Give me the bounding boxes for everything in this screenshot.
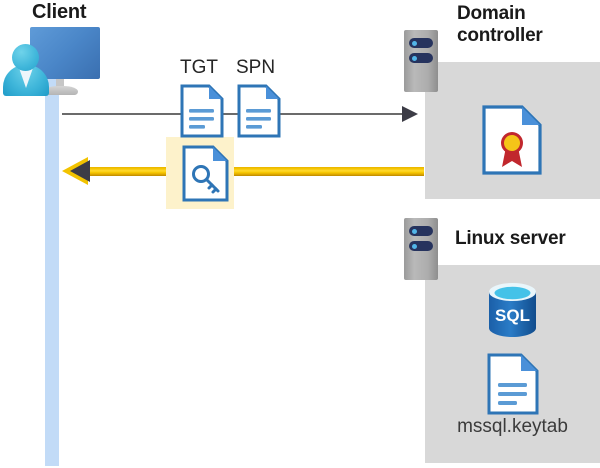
spn-label: SPN <box>236 57 276 78</box>
server-bay-1 <box>409 226 433 236</box>
key-document-icon <box>182 145 229 207</box>
monitor-stand-icon <box>56 79 64 91</box>
domain-controller-label-line1: Domain <box>457 3 526 24</box>
server-bay-2 <box>409 241 433 251</box>
server-bay-1 <box>409 38 433 48</box>
client-label: Client <box>32 1 87 23</box>
spn-document-icon <box>237 84 281 143</box>
certificate-icon <box>482 105 542 180</box>
response-arrow-line <box>82 167 424 176</box>
client-icon <box>0 0 110 100</box>
response-arrow-head-icon <box>70 160 90 182</box>
client-lifeline <box>45 75 59 466</box>
request-arrow-head-icon <box>402 106 418 122</box>
tgt-label: TGT <box>180 57 218 78</box>
server-led-icon <box>412 40 417 46</box>
server-led-icon <box>412 55 417 61</box>
sql-database-icon: SQL <box>485 281 540 344</box>
linux-server-label: Linux server <box>455 228 566 249</box>
server-bay-2 <box>409 53 433 63</box>
domain-controller-label-line2: controller <box>457 24 543 46</box>
keytab-filename-label: mssql.keytab <box>457 416 568 437</box>
request-arrow-line <box>62 113 404 115</box>
domain-controller-label: Domain controller <box>457 3 587 47</box>
sql-database-text: SQL <box>495 306 530 325</box>
person-head-icon <box>12 44 39 71</box>
monitor-base-icon <box>44 86 78 95</box>
tgt-document-icon <box>180 84 224 143</box>
server-led-icon <box>412 228 417 234</box>
server-led-icon <box>412 243 417 249</box>
domain-controller-server-icon <box>404 30 438 92</box>
keytab-document-icon <box>487 353 539 420</box>
linux-server-icon <box>404 218 438 280</box>
